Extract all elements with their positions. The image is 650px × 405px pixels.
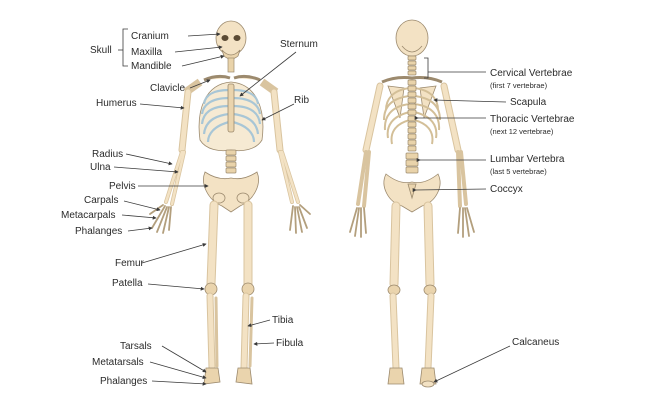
back-calcaneus-shape	[421, 380, 435, 388]
front-cranium-shape	[215, 20, 247, 56]
back-right-hand	[457, 207, 475, 238]
label-thoracic: Thoracic Vertebrae	[490, 114, 575, 125]
label-humerus: Humerus	[96, 98, 137, 109]
label-lumbar-note: (last 5 vertebrae)	[490, 167, 547, 176]
label-carpals: Carpals	[84, 195, 118, 206]
label-tarsals: Tarsals	[120, 341, 152, 352]
label-cervical: Cervical Vertebrae	[490, 68, 573, 79]
back-lumbar-spine	[405, 152, 419, 174]
label-cranium: Cranium	[131, 31, 169, 42]
label-calcaneus: Calcaneus	[512, 337, 559, 348]
front-right-hand	[289, 204, 311, 234]
label-rib: Rib	[294, 95, 309, 106]
label-sternum: Sternum	[280, 39, 318, 50]
front-left-hand	[149, 204, 172, 234]
label-radius: Radius	[92, 149, 123, 160]
back-cervical-spine	[407, 55, 417, 76]
front-ribcage	[198, 81, 264, 152]
label-maxilla: Maxilla	[131, 47, 163, 58]
front-right-clavicle	[233, 74, 261, 82]
label-metacarpals: Metacarpals	[61, 210, 115, 221]
label-tibia: Tibia	[272, 315, 294, 326]
label-scapula: Scapula	[510, 97, 547, 108]
back-ribcage	[383, 87, 441, 145]
label-patella: Patella	[112, 278, 143, 289]
label-femur: Femur	[115, 258, 145, 269]
front-right-foot	[235, 367, 253, 385]
back-thoracic-spine	[407, 79, 417, 152]
front-labels: Skull Cranium Maxilla Mandible Sternum C…	[61, 28, 318, 387]
label-thoracic-note: (next 12 vertebrae)	[490, 127, 554, 136]
skull-bracket	[122, 28, 128, 67]
back-left-hand	[349, 207, 367, 238]
label-phalanges-foot: Phalanges	[100, 376, 147, 387]
label-pelvis: Pelvis	[109, 181, 136, 192]
front-skeleton	[149, 20, 311, 385]
back-labels: Cervical Vertebrae (first 7 vertebrae) S…	[412, 57, 575, 383]
front-left-eye-socket	[221, 35, 229, 41]
front-left-clavicle	[203, 74, 231, 82]
back-left-foot	[387, 367, 405, 385]
label-skull: Skull	[90, 45, 112, 56]
front-mandible-shape	[221, 49, 241, 60]
label-fibula: Fibula	[276, 338, 304, 349]
label-phalanges-hand: Phalanges	[75, 226, 122, 237]
front-neck	[227, 57, 235, 73]
front-sternum-shape	[227, 83, 235, 133]
front-right-eye-socket	[233, 35, 241, 41]
back-right-foot	[419, 367, 437, 385]
label-coccyx: Coccyx	[490, 184, 523, 195]
label-clavicle: Clavicle	[150, 83, 185, 94]
label-metatarsals: Metatarsals	[92, 357, 144, 368]
front-lumbar-spine	[225, 149, 237, 174]
front-right-fibula	[248, 296, 254, 368]
label-cervical-note: (first 7 vertebrae)	[490, 81, 548, 90]
back-cranium-shape	[395, 19, 429, 57]
label-ulna: Ulna	[90, 162, 111, 173]
back-skeleton	[349, 19, 475, 388]
back-clavicles	[381, 76, 443, 84]
label-mandible: Mandible	[131, 61, 172, 72]
label-lumbar: Lumbar Vertebra	[490, 154, 565, 165]
front-left-foot	[203, 367, 221, 385]
